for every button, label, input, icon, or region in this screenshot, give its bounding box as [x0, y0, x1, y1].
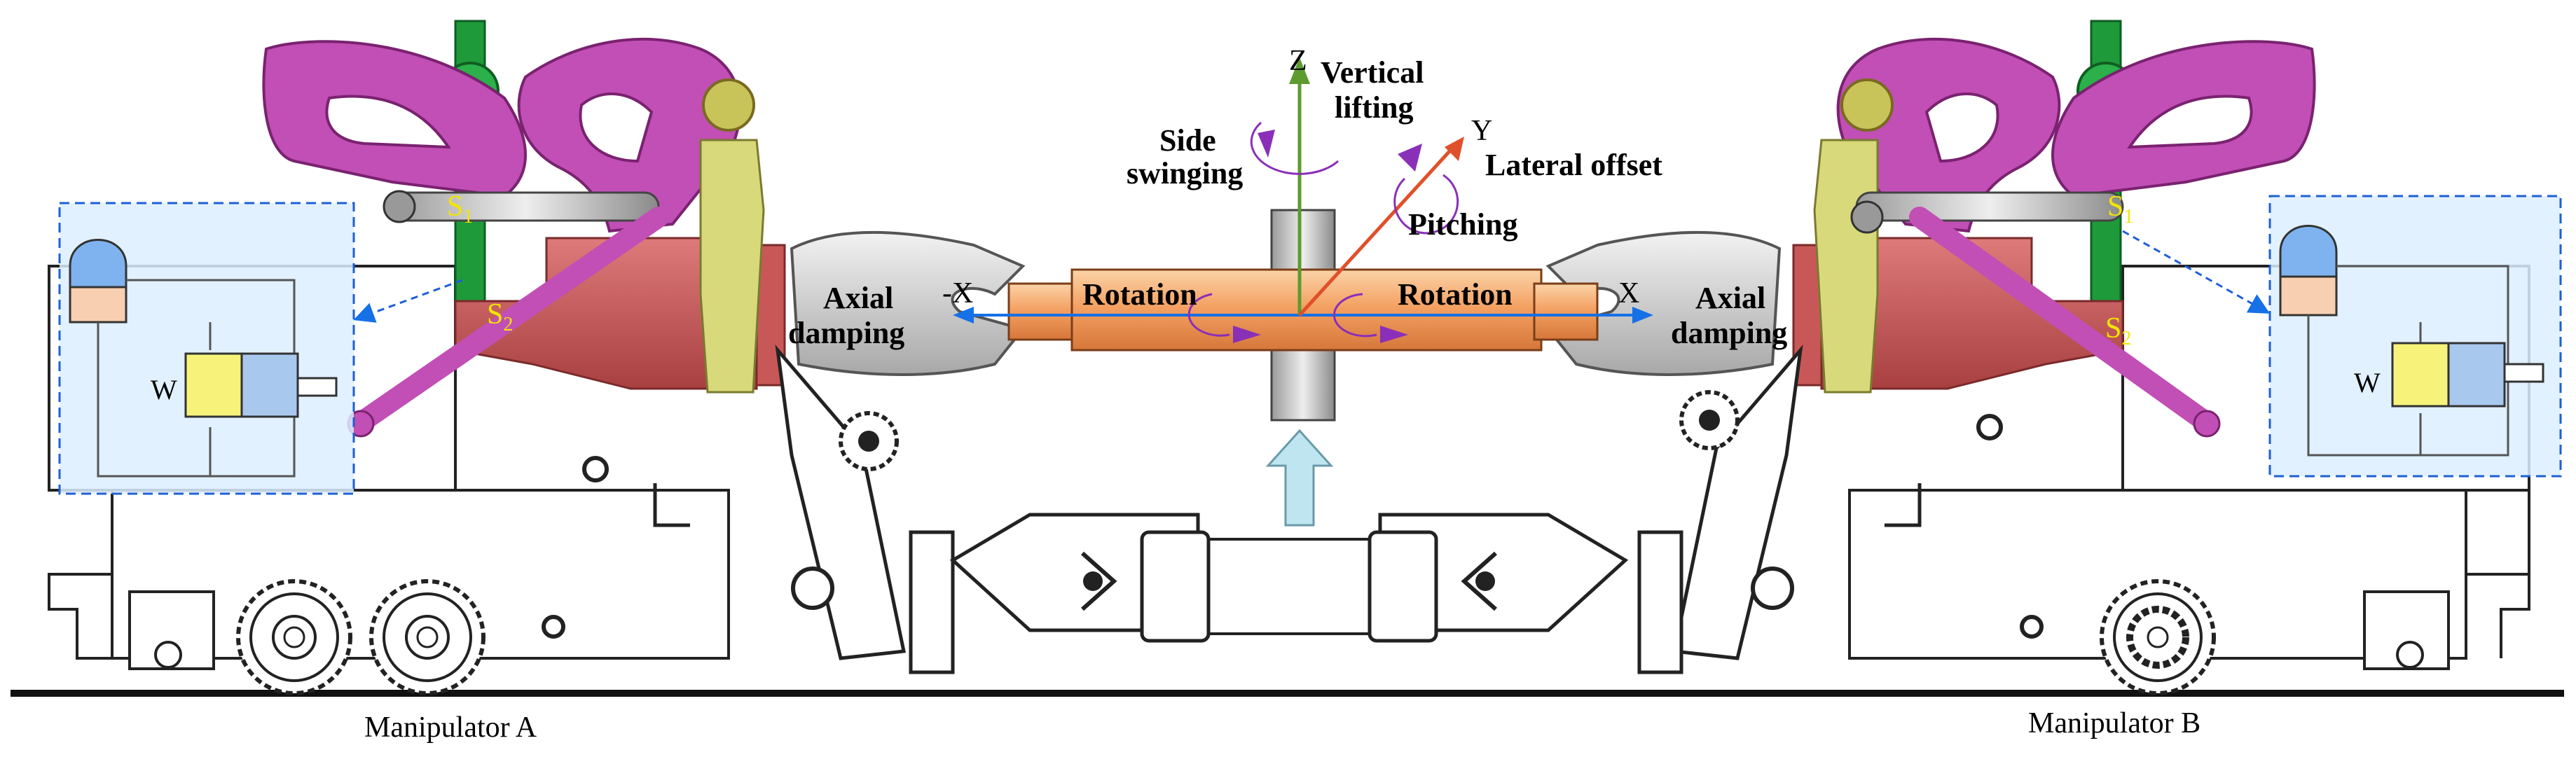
valve-a-left [184, 352, 243, 418]
side-swing-arc [1250, 121, 1339, 175]
axial-damping-left-label: Axial [823, 281, 893, 315]
flange-a [909, 530, 955, 674]
valve-b-right [2447, 342, 2506, 408]
small-wheel-a [154, 641, 182, 669]
magenta-hub-a [702, 78, 755, 132]
y-axis-arrow [1445, 137, 1464, 161]
manipulator-a-label: Manipulator A [364, 711, 537, 744]
grey-cyl-end-a [383, 190, 416, 223]
x-axis-pos-arrow [1632, 307, 1653, 324]
gear-a1 [236, 579, 352, 695]
pitching-arc [1393, 174, 1459, 235]
rotation-arrow-left [1233, 326, 1261, 343]
rotation-arrow-right [1380, 326, 1408, 343]
valve-a-right [240, 352, 299, 418]
axial-damping-left-label-2: damping [788, 316, 904, 350]
vertical-lifting-label: Vertical [1321, 55, 1424, 90]
magenta-rod-end-b [2193, 410, 2221, 438]
khaki-link-b [1813, 139, 1879, 394]
rotation-left-label: Rotation [1082, 277, 1197, 312]
pitching-label: Pitching [1408, 207, 1517, 242]
flange-b [1637, 530, 1683, 674]
gear-a2 [369, 579, 485, 695]
khaki-link-a [699, 139, 765, 394]
s1-label-a: S1 [447, 190, 473, 228]
grey-cylinder-a [391, 191, 660, 222]
linkage-b [1672, 344, 1803, 660]
bracket-b [1885, 483, 1922, 527]
side-swinging-label: Side [1159, 123, 1216, 158]
linkage-hub-b [1699, 410, 1720, 431]
small-wheel-b [2396, 641, 2424, 669]
lift-arrow [1265, 429, 1334, 527]
cylinder-end-left [1007, 282, 1080, 341]
linkage-hub-a [858, 431, 879, 452]
x-pos-label: X [1618, 277, 1639, 310]
linkage-a [775, 344, 907, 660]
magenta-rod-a [354, 207, 669, 431]
z-axis-arrow [1289, 57, 1310, 84]
side-swing-arrow [1258, 130, 1275, 158]
magenta-arm-a1 [262, 40, 527, 198]
hydraulic-panel-b: W [2122, 195, 2562, 478]
claw-left [790, 230, 1026, 376]
hole-a [582, 456, 609, 482]
rotation-arc-right [1332, 293, 1377, 338]
accumulator-a-lower [69, 286, 128, 324]
s1-label-b: S1 [2107, 190, 2133, 228]
manipulator-b-label: Manipulator B [2028, 707, 2200, 739]
panel-a-pointer [353, 279, 463, 323]
s2-label-a: S2 [487, 298, 513, 335]
spring-label-a: W [151, 374, 177, 405]
bracket-a [653, 483, 690, 527]
x-neg-label: -X [942, 277, 973, 310]
carriage-b-step [2465, 490, 2530, 658]
s2-label-b: S2 [2105, 312, 2131, 349]
vertical-lifting-label-2: lifting [1335, 90, 1413, 125]
circuit-a [97, 279, 296, 478]
magenta-rod-b [1909, 207, 2214, 431]
y-axis-line [1298, 149, 1452, 317]
accumulator-b-lower [2279, 275, 2338, 317]
hole-b2 [2020, 615, 2044, 639]
valve-b-left [2391, 342, 2450, 408]
axial-damping-right-label-2: damping [1671, 316, 1787, 350]
linkage-pin-b [1751, 567, 1794, 610]
claw-right [1545, 230, 1782, 376]
y-label: Y [1471, 115, 1492, 147]
spring-label-b: W [2354, 367, 2381, 398]
magenta-arm-b1 [2051, 40, 2316, 198]
magenta-hub-b [1840, 78, 1894, 132]
x-axis-neg-arrow [953, 307, 974, 324]
grey-cylinder-b [1855, 191, 2124, 222]
hydraulic-panel-a: W [58, 202, 463, 495]
grey-cyl-end-b [1850, 200, 1884, 234]
rotation-right-label: Rotation [1398, 277, 1513, 312]
cylinder-end-right [1533, 282, 1599, 341]
hole-a2 [542, 615, 565, 639]
lower-assembly [949, 513, 1629, 643]
lateral-offset-label: Lateral offset [1485, 148, 1662, 182]
ground-rail [11, 690, 2564, 697]
gear-b1 [2100, 579, 2216, 695]
valve-a-stub [296, 377, 338, 397]
valve-b-stub [2503, 363, 2544, 383]
linkage-pin-a [791, 567, 834, 610]
circuit-b [2307, 265, 2509, 457]
axial-damping-right-label: Axial [1695, 281, 1765, 315]
panel-b-pointer [2122, 230, 2271, 314]
pitching-arrow [1398, 144, 1422, 172]
z-label: Z [1289, 45, 1307, 77]
hole-b [1976, 414, 2003, 440]
carriage-a-step [49, 490, 113, 658]
side-swinging-label-2: swinging [1127, 156, 1243, 190]
rotation-arc-left [1187, 293, 1230, 337]
